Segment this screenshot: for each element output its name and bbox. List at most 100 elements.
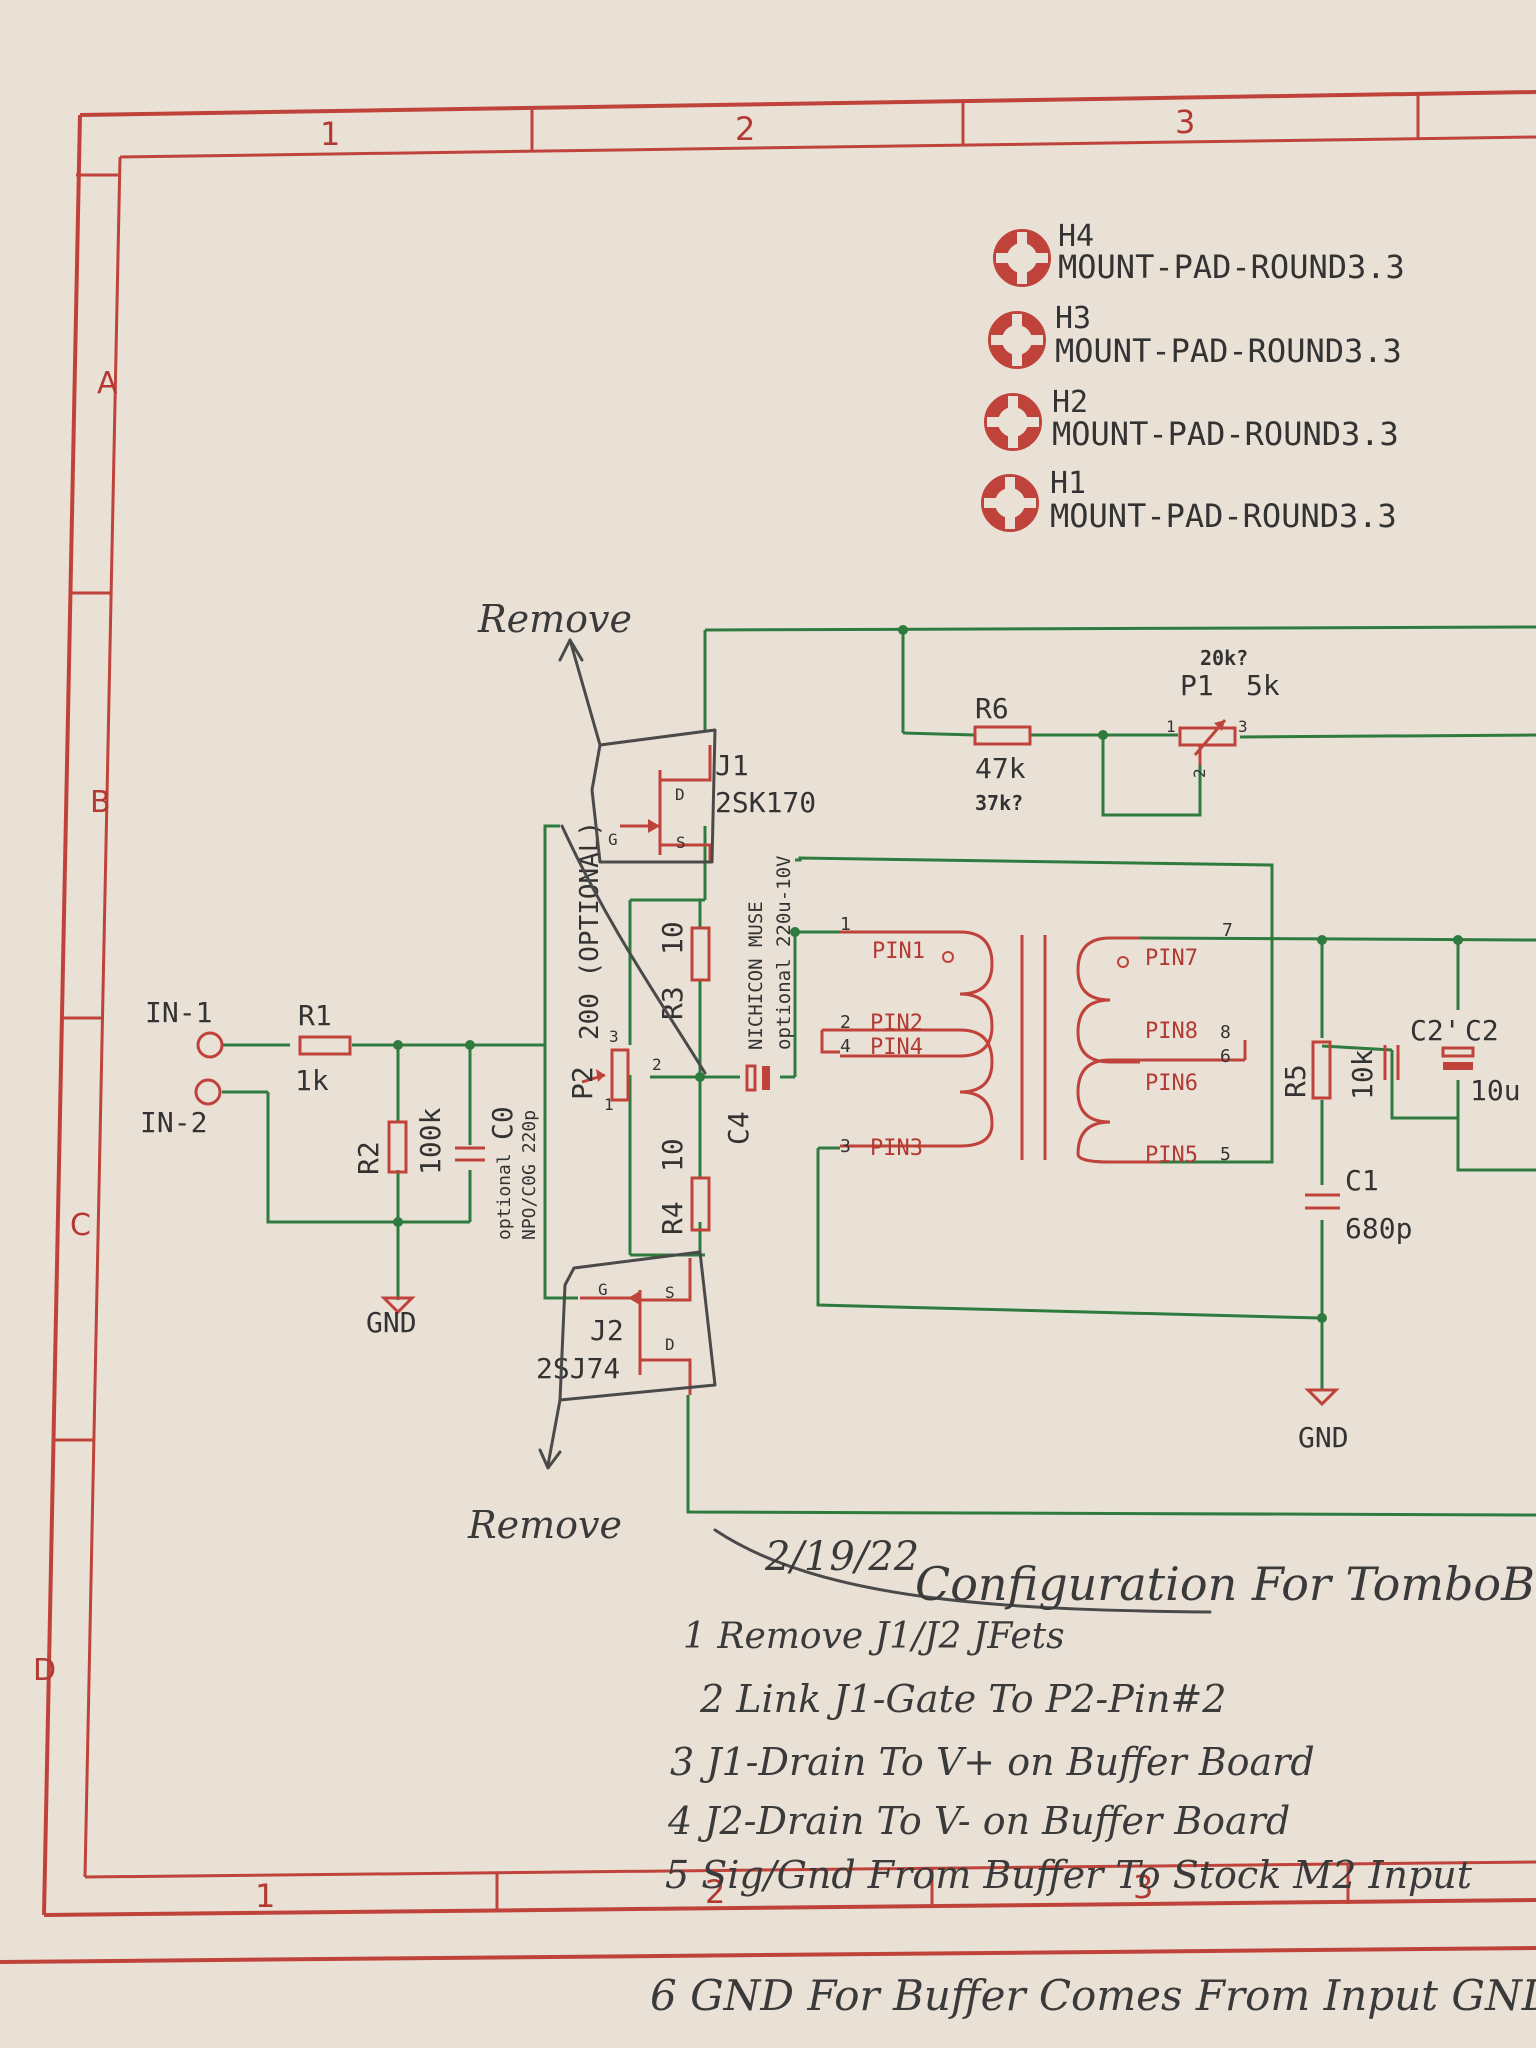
c0-note1: optional — [494, 1153, 515, 1240]
r2-ref: R2 — [352, 1141, 385, 1175]
remove-note-top: Remove — [477, 597, 632, 641]
j2-value: 2SJ74 — [536, 1352, 620, 1385]
c4-ref: C4 — [722, 1111, 755, 1145]
pin8-label: PIN8 — [1145, 1019, 1198, 1044]
note-title: Configuration For TomboBu — [915, 1557, 1536, 1611]
config-notes: 2/19/22 Configuration For TomboBu 1 Remo… — [650, 1534, 1536, 2020]
mount-pad-h1-ref: H1 — [1050, 466, 1086, 501]
j2-pin-d: D — [665, 1335, 675, 1354]
p1-handnote: 20k? — [1200, 646, 1248, 670]
potentiometer-p1: P1 5k 20k? 1 3 2 — [1166, 646, 1280, 778]
p1-ref: P1 — [1180, 669, 1214, 702]
r6-handnote: 37k? — [975, 791, 1023, 815]
input-in2: IN-2 — [140, 1078, 222, 1139]
mount-pad-h3-value: MOUNT-PAD-ROUND3.3 — [1055, 332, 1402, 370]
note-step-5: 5 Sig/Gnd From Buffer To Stock M2 Input — [665, 1853, 1473, 1897]
r5-ref: R5 — [1279, 1064, 1312, 1098]
p1-pin2: 2 — [1190, 768, 1209, 778]
j1-pin-g: G — [608, 830, 618, 849]
mount-pad-h2-value: MOUNT-PAD-ROUND3.3 — [1052, 415, 1399, 453]
j1-value: 2SK170 — [715, 786, 816, 819]
col-label-top-2: 2 — [735, 110, 755, 148]
col-label-bottom-1: 1 — [255, 1877, 275, 1915]
drawing-frame — [0, 90, 1536, 1964]
col-label-top-1: 1 — [320, 115, 340, 153]
c4-note1: NICHICON MUSE — [745, 901, 767, 1050]
p1-value: 5k — [1246, 669, 1280, 702]
r6-ref: R6 — [975, 692, 1009, 725]
r6-value: 47k — [975, 752, 1026, 785]
input-in2-label: IN-2 — [140, 1106, 207, 1139]
pin7-label: PIN7 — [1145, 946, 1198, 971]
col-label-bottom-3: 3 — [1133, 1868, 1153, 1906]
p2-pin3: 3 — [609, 1027, 619, 1046]
c1-ref: C1 — [1345, 1164, 1379, 1197]
row-label-b: B — [90, 785, 111, 820]
pin4-num: 4 — [840, 1036, 851, 1057]
j2-pin-g: G — [598, 1280, 608, 1299]
pin8-num: 8 — [1220, 1022, 1231, 1043]
row-label-a: A — [97, 366, 118, 401]
jfet-j2: G S D J2 2SJ74 — [536, 1258, 692, 1395]
resistor-r2: R2 100k — [352, 1107, 447, 1175]
resistor-r6: R6 47k 37k? — [973, 692, 1032, 815]
r5-value: 10k — [1346, 1049, 1379, 1100]
row-label-d: D — [33, 1653, 56, 1688]
c2-alt-ref: C2' — [1410, 1014, 1461, 1047]
junctions — [393, 625, 1463, 1323]
wires — [222, 625, 1536, 1517]
j1-ref: J1 — [715, 749, 749, 782]
pin2-num: 2 — [840, 1012, 851, 1033]
col-label-top-3: 3 — [1175, 103, 1195, 141]
remove-note-bottom: Remove — [467, 1503, 622, 1547]
mount-pad-h4-value: MOUNT-PAD-ROUND3.3 — [1058, 248, 1405, 286]
note-step-3: 3 J1-Drain To V+ on Buffer Board — [670, 1740, 1315, 1784]
j2-pin-s: S — [665, 1283, 675, 1302]
mount-pad-h4: H4 MOUNT-PAD-ROUND3.3 — [993, 219, 1405, 287]
j1-pin-d: D — [675, 785, 685, 804]
pin5-label: PIN5 — [1145, 1143, 1198, 1168]
r1-ref: R1 — [298, 999, 332, 1032]
pin3-label: PIN3 — [870, 1136, 923, 1161]
j2-ref: J2 — [590, 1314, 624, 1347]
note-date: 2/19/22 — [764, 1534, 919, 1580]
gnd-left-label: GND — [366, 1306, 417, 1339]
p1-pin3: 3 — [1238, 717, 1248, 736]
c0-ref: C0 — [486, 1106, 519, 1140]
pin2-label: PIN2 — [870, 1011, 923, 1036]
mount-pad-h2-ref: H2 — [1052, 385, 1088, 420]
pin1-label: PIN1 — [872, 939, 925, 964]
capacitor-c2: C2' C2 10u — [1383, 1014, 1521, 1107]
r3-value: 10 — [656, 921, 689, 955]
pin6-label: PIN6 — [1145, 1071, 1198, 1096]
p2-pin1: 1 — [604, 1095, 614, 1114]
mount-pad-h3-ref: H3 — [1055, 301, 1091, 336]
capacitor-c4: C4 NICHICON MUSE optional 220u-10V — [722, 856, 795, 1145]
resistor-r5: R5 10k — [1279, 1040, 1379, 1100]
gnd-right-label: GND — [1298, 1421, 1349, 1454]
p2-ref: P2 — [566, 1066, 599, 1100]
note-step-2: 2 Link J1-Gate To P2-Pin#2 — [699, 1677, 1226, 1721]
input-in1-label: IN-1 — [145, 996, 212, 1029]
mount-pad-h3: H3 MOUNT-PAD-ROUND3.3 — [988, 301, 1402, 370]
mount-pad-h4-ref: H4 — [1058, 219, 1094, 254]
pin5-num: 5 — [1220, 1144, 1231, 1165]
p1-pin1: 1 — [1166, 717, 1176, 736]
row-label-c: C — [70, 1208, 91, 1243]
ground-symbol-left: GND — [366, 1222, 417, 1339]
mount-pad-h1: H1 MOUNT-PAD-ROUND3.3 — [981, 466, 1397, 535]
pin1-num: 1 — [840, 914, 851, 935]
c4-note2: optional 220u-10V — [773, 856, 795, 1050]
capacitor-c1: C1 680p — [1305, 1164, 1412, 1245]
c2-value: 10u — [1470, 1074, 1521, 1107]
c2-ref: C2 — [1465, 1014, 1499, 1047]
ground-symbol-right: GND — [1298, 1318, 1349, 1454]
r2-value: 100k — [414, 1107, 447, 1175]
c1-value: 680p — [1345, 1212, 1412, 1245]
transformer: PIN1 PIN2 PIN4 PIN3 PIN7 PIN8 PIN6 PIN5 … — [820, 914, 1247, 1168]
pin3-num: 3 — [840, 1136, 851, 1157]
potentiometer-p2: P2 200 (OPTIONAL) 3 2 1 — [566, 821, 662, 1114]
capacitor-c0: C0 optional NPO/C0G 220p — [455, 1106, 540, 1240]
resistor-r1: R1 1k — [295, 999, 352, 1097]
